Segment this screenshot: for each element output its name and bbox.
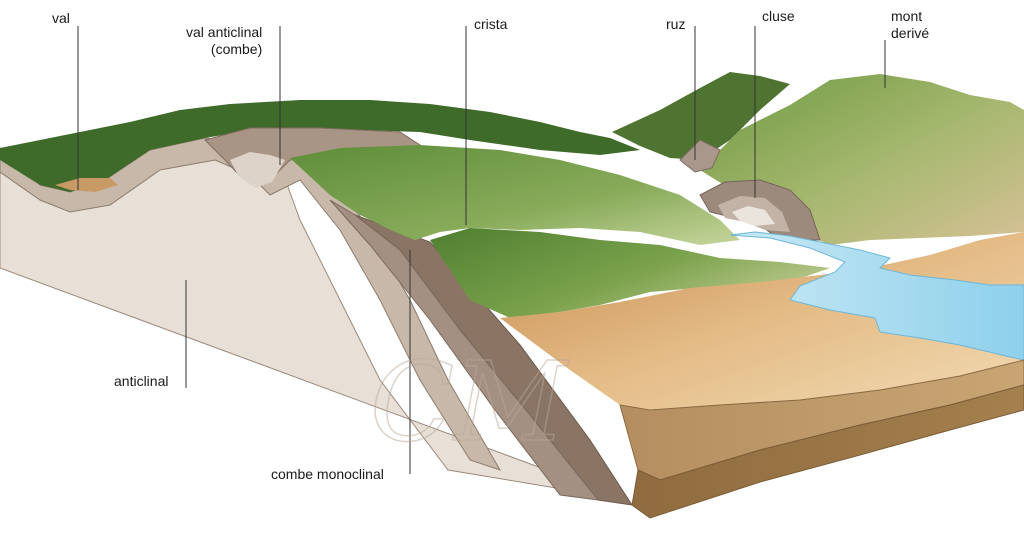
label-val-anticlinal: val anticlinal (combe): [186, 24, 262, 58]
label-val-anticlinal-line1: val anticlinal: [186, 24, 263, 40]
label-cluse-text: cluse: [762, 8, 795, 24]
label-combe-monoclinal: combe monoclinal: [271, 466, 384, 483]
forest-top-left: [0, 100, 640, 192]
label-anticlinal: anticlinal: [114, 373, 168, 390]
distant-ridge: [612, 72, 790, 160]
label-cluse: cluse: [762, 8, 795, 25]
label-crista-text: crista: [474, 16, 508, 32]
front-face-lower: [631, 384, 1024, 519]
label-val: val: [52, 10, 70, 27]
watermark: CM: [370, 338, 569, 466]
label-anticlinal-text: anticlinal: [114, 373, 169, 389]
label-mont-derive: mont derivé: [891, 8, 929, 42]
ruz-fold: [679, 139, 721, 173]
label-combe-monoclinal-text: combe monoclinal: [271, 466, 384, 482]
label-ruz-text: ruz: [666, 16, 686, 32]
label-mont-derive-line1: mont: [891, 8, 923, 24]
leader-lines: [77, 26, 886, 474]
label-ruz: ruz: [666, 16, 685, 33]
label-val-text: val: [52, 10, 70, 26]
combe-floor: [230, 152, 285, 188]
cluse-fold-core: [732, 206, 775, 226]
label-crista: crista: [474, 16, 507, 33]
river: [729, 231, 1024, 361]
crista-hill: [290, 145, 740, 245]
val-floor: [55, 178, 118, 192]
lower-ridge: [430, 228, 830, 318]
label-mont-derive-line2: derivé: [891, 25, 930, 41]
label-val-anticlinal-line2: (combe): [210, 41, 263, 57]
